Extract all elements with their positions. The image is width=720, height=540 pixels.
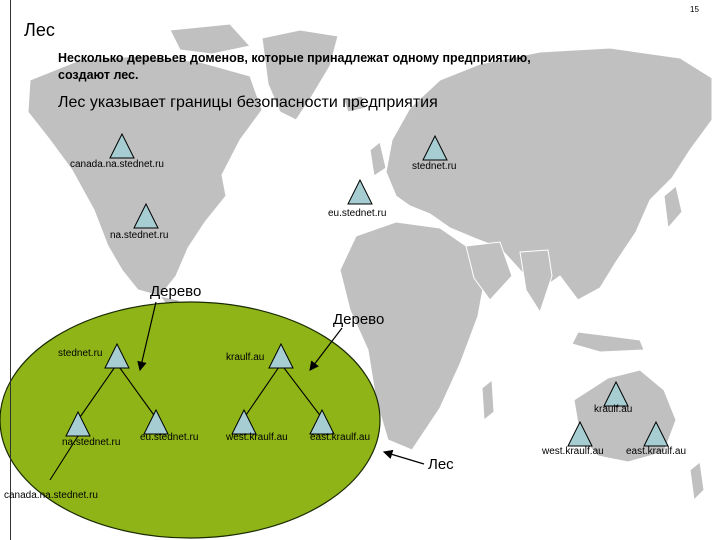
label-na-map: na.stednet.ru bbox=[110, 230, 169, 241]
tree2-arrow bbox=[309, 327, 343, 371]
map-eurasia bbox=[385, 47, 713, 301]
map-arctic-islands bbox=[169, 23, 251, 55]
slide-heading: Лес указывает границы безопасности предп… bbox=[58, 94, 438, 111]
callout-tree-2: Дерево bbox=[333, 311, 385, 328]
label-east-child: east.kraulf.au bbox=[310, 432, 371, 443]
map-madagascar bbox=[481, 379, 495, 421]
map-greenland bbox=[261, 29, 339, 121]
label-canada-child: canada.na.stednet.ru bbox=[4, 490, 98, 501]
triangle-east-child bbox=[309, 408, 335, 435]
map-japan bbox=[663, 185, 683, 230]
triangle-canada-map bbox=[109, 132, 135, 159]
label-stednet-map: stednet.ru bbox=[412, 161, 457, 172]
callout-arrows bbox=[137, 301, 425, 465]
map-iceland bbox=[343, 95, 367, 113]
left-rule bbox=[10, 0, 11, 540]
triangle-eu-child bbox=[143, 408, 169, 435]
callout-forest: Лес bbox=[428, 456, 454, 473]
label-eu-child: eu.stednet.ru bbox=[140, 432, 199, 443]
label-eu-map: eu.stednet.ru bbox=[328, 208, 387, 219]
label-west-child: west.kraulf.au bbox=[226, 432, 288, 443]
triangle-east-australia bbox=[643, 420, 669, 447]
page-number: 15 bbox=[690, 5, 699, 14]
label-east-australia: east.kraulf.au bbox=[626, 446, 687, 457]
label-kraulf-australia: kraulf.au bbox=[594, 404, 633, 415]
label-stednet-root: stednet.ru bbox=[58, 348, 103, 359]
map-north-america bbox=[27, 55, 263, 297]
subtitle-line-1: Несколько деревьев доменов, которые прин… bbox=[58, 51, 531, 65]
subtitle-line-2: создают лес. bbox=[58, 68, 139, 82]
triangle-stednet-map bbox=[422, 134, 448, 161]
label-na-child: na.stednet.ru bbox=[62, 437, 121, 448]
slide-title: Лес bbox=[24, 20, 55, 40]
tree1-arrow bbox=[137, 301, 157, 372]
forest-arrow bbox=[382, 449, 425, 465]
map-arabia bbox=[465, 241, 513, 301]
triangle-na-child bbox=[65, 410, 91, 437]
map-africa bbox=[339, 221, 487, 451]
slide-subtitle: Несколько деревьев доменов, которые прин… bbox=[58, 50, 531, 84]
triangle-west-australia bbox=[567, 420, 593, 447]
triangle-na-map bbox=[133, 202, 159, 229]
label-canada-map: canada.na.stednet.ru bbox=[70, 159, 164, 170]
map-indonesia bbox=[571, 331, 645, 353]
map-india bbox=[519, 249, 553, 314]
triangle-kraulf-root bbox=[268, 342, 294, 369]
triangle-stednet-root bbox=[104, 342, 130, 369]
label-kraulf-root: kraulf.au bbox=[226, 352, 265, 363]
map-new-zealand bbox=[689, 461, 705, 502]
map-uk bbox=[369, 141, 387, 177]
triangle-eu-map bbox=[347, 178, 373, 205]
label-west-australia: west.kraulf.au bbox=[542, 446, 604, 457]
triangle-kraulf-australia bbox=[603, 380, 629, 407]
triangle-west-child bbox=[231, 408, 257, 435]
domain-triangles bbox=[65, 132, 669, 447]
tree-edges bbox=[49, 363, 323, 481]
callout-tree-1: Дерево bbox=[150, 283, 202, 300]
